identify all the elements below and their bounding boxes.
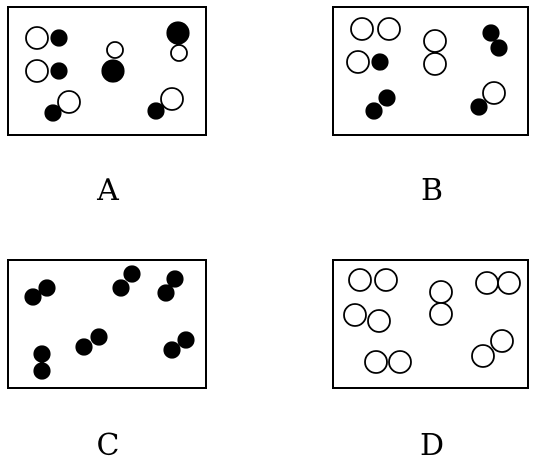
- white-atom: [348, 268, 372, 292]
- black-atom: [490, 39, 508, 57]
- white-atom: [106, 41, 124, 59]
- black-atom: [50, 29, 68, 47]
- black-atom: [470, 98, 488, 116]
- white-atom: [57, 90, 81, 114]
- white-atom: [482, 81, 506, 105]
- white-atom: [423, 52, 447, 76]
- white-atom: [350, 17, 374, 41]
- black-atom: [75, 338, 93, 356]
- molecule: [147, 87, 184, 120]
- black-atom: [90, 328, 108, 346]
- molecule: [166, 21, 190, 62]
- black-atom: [166, 21, 190, 45]
- white-atom: [429, 302, 453, 326]
- white-atom: [423, 29, 447, 53]
- molecule: [350, 17, 401, 41]
- black-atom: [177, 331, 195, 349]
- panel-a-box: [7, 6, 207, 136]
- white-atom: [490, 329, 514, 353]
- black-atom: [101, 59, 125, 83]
- panel-b-label: B: [421, 173, 443, 208]
- molecule: [157, 270, 184, 302]
- molecule: [25, 59, 68, 83]
- black-atom: [112, 279, 130, 297]
- white-atom: [388, 350, 412, 374]
- white-atom: [160, 87, 184, 111]
- molecule: [475, 271, 521, 295]
- black-atom: [166, 270, 184, 288]
- white-atom: [475, 271, 499, 295]
- white-atom: [377, 17, 401, 41]
- molecule: [24, 279, 56, 306]
- black-atom: [365, 102, 383, 120]
- molecule: [423, 29, 447, 76]
- molecule: [364, 350, 412, 374]
- molecule: [44, 90, 81, 122]
- molecule: [163, 331, 195, 359]
- panel-b-particles: [346, 17, 508, 120]
- panel-d: D: [332, 259, 529, 460]
- panel-c-label: C: [97, 428, 120, 460]
- molecule: [25, 26, 68, 50]
- panel-c-particles: [24, 265, 195, 380]
- black-atom: [33, 362, 51, 380]
- black-atom: [123, 265, 141, 283]
- white-atom: [374, 268, 398, 292]
- white-atom: [25, 26, 49, 50]
- white-atom: [346, 50, 370, 74]
- white-atom: [497, 271, 521, 295]
- white-atom: [343, 303, 367, 327]
- molecule: [429, 280, 453, 326]
- panel-d-label: D: [420, 428, 444, 460]
- molecule: [471, 329, 514, 368]
- black-atom: [44, 104, 62, 122]
- panel-d-particles: [343, 268, 521, 374]
- molecule: [75, 328, 108, 356]
- black-atom: [33, 345, 51, 363]
- panel-c: C: [7, 259, 207, 460]
- panel-a-label: A: [96, 173, 119, 208]
- white-atom: [170, 44, 188, 62]
- molecule: [343, 303, 391, 333]
- molecule: [365, 89, 396, 120]
- panel-c-box: [7, 259, 207, 389]
- white-atom: [25, 59, 49, 83]
- molecule: [101, 41, 125, 83]
- molecule: [482, 24, 508, 57]
- white-atom: [471, 344, 495, 368]
- black-atom: [24, 288, 42, 306]
- molecule: [112, 265, 141, 297]
- black-atom: [371, 53, 389, 71]
- molecule: [348, 268, 398, 292]
- black-atom: [482, 24, 500, 42]
- black-atom: [38, 279, 56, 297]
- black-atom: [163, 341, 181, 359]
- panel-a: A: [7, 6, 207, 208]
- white-atom: [367, 309, 391, 333]
- panel-b: B: [332, 6, 529, 208]
- white-atom: [364, 350, 388, 374]
- black-atom: [147, 102, 165, 120]
- molecule: [33, 345, 51, 380]
- panel-b-box: [332, 6, 529, 136]
- panel-a-particles: [25, 21, 190, 122]
- black-atom: [378, 89, 396, 107]
- white-atom: [429, 280, 453, 304]
- black-atom: [50, 62, 68, 80]
- molecule: [470, 81, 506, 116]
- panel-d-box: [332, 259, 529, 389]
- molecule: [346, 50, 389, 74]
- black-atom: [157, 284, 175, 302]
